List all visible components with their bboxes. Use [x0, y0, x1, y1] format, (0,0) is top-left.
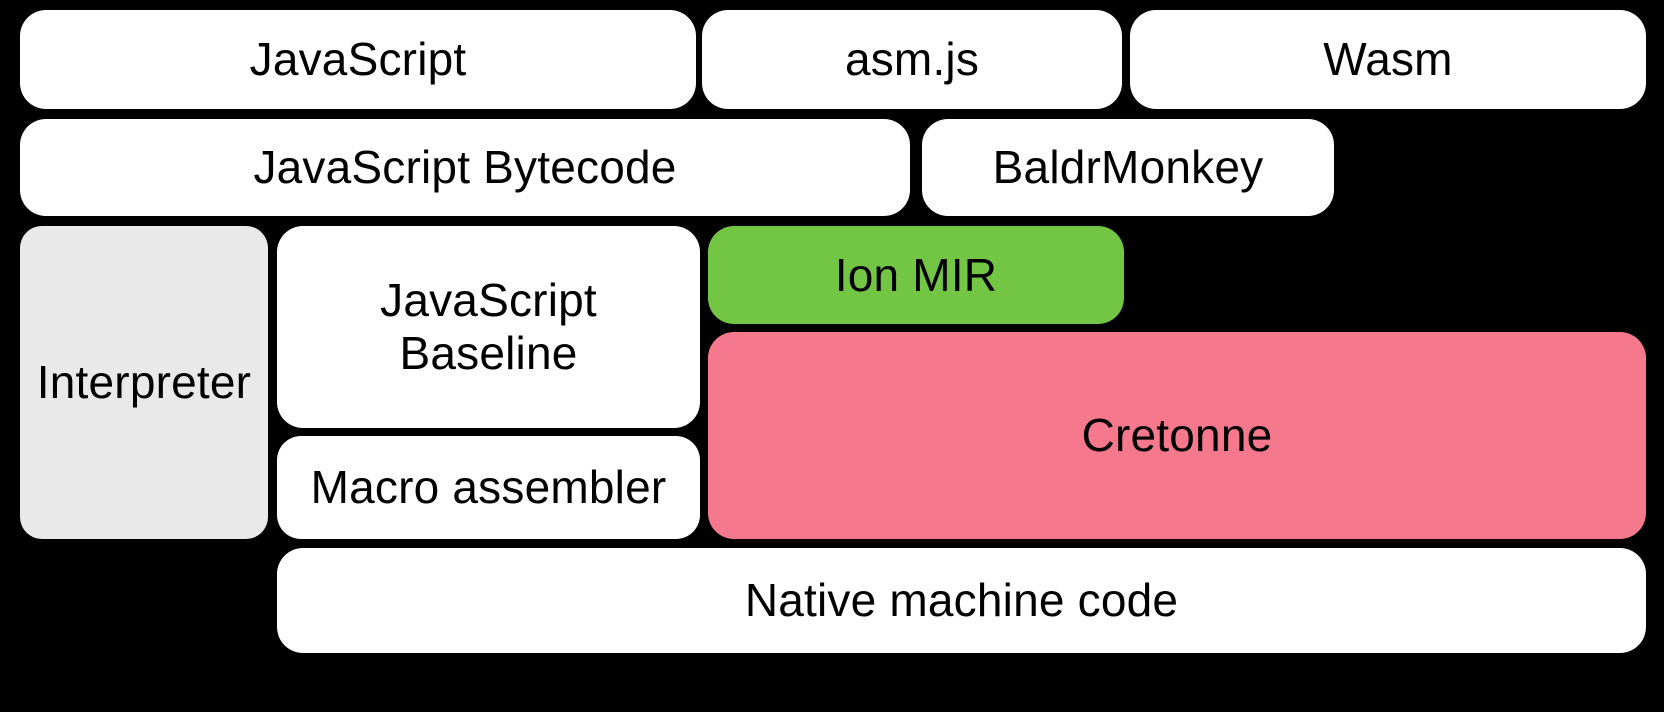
node-javascript: JavaScript [20, 10, 696, 109]
node-wasm: Wasm [1130, 10, 1646, 109]
node-native-machine-code: Native machine code [277, 548, 1646, 653]
node-ion-mir: Ion MIR [708, 226, 1124, 324]
node-javascript-baseline: JavaScript Baseline [277, 226, 700, 428]
node-interpreter: Interpreter [20, 226, 268, 539]
node-cretonne: Cretonne [708, 332, 1646, 539]
node-asm-js: asm.js [702, 10, 1122, 109]
node-baldrmonkey: BaldrMonkey [922, 119, 1334, 216]
node-macro-assembler: Macro assembler [277, 436, 700, 539]
node-javascript-bytecode: JavaScript Bytecode [20, 119, 910, 216]
